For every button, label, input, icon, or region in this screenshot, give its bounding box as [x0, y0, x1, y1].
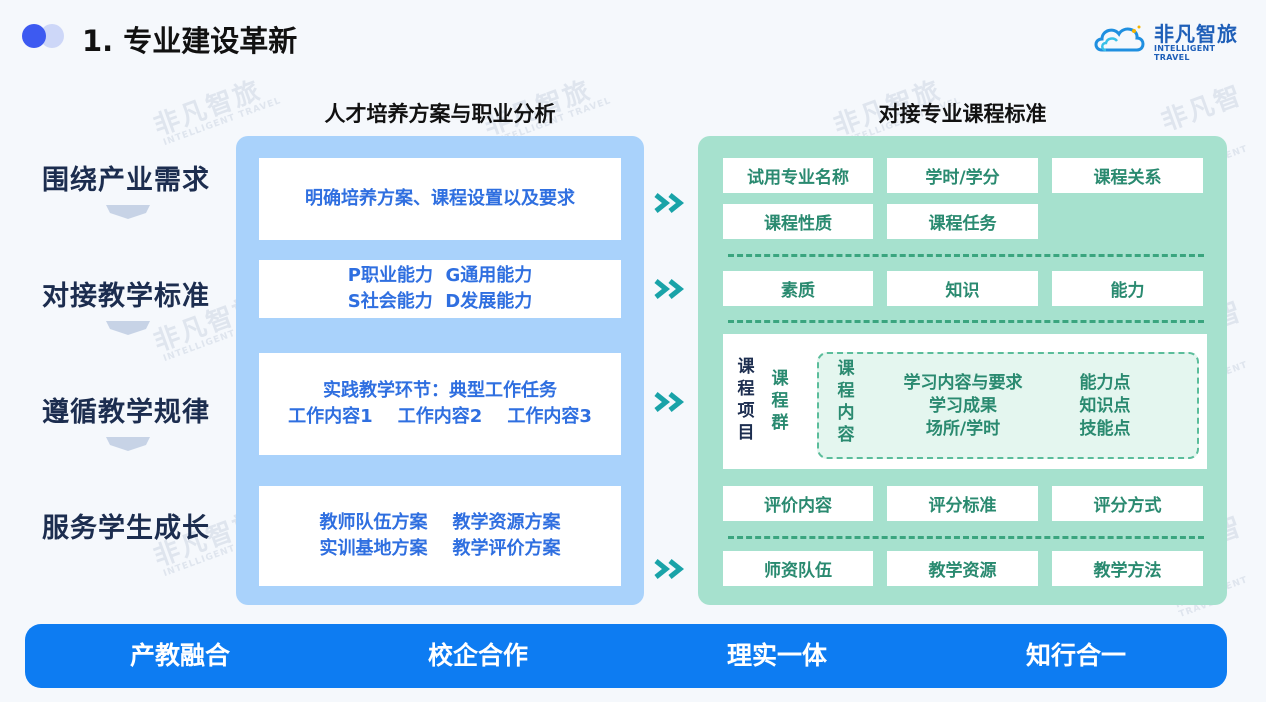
content-middle-line-3: 场所/学时 [925, 419, 1001, 439]
dashed-divider [728, 536, 1204, 539]
left-panel-title: 人才培养方案与职业分析 [324, 102, 556, 126]
double-chevron-right-icon [654, 559, 685, 579]
content-right-line-1: 能力点 [1079, 373, 1131, 393]
cell-eval-method: 评分方式 [1052, 486, 1203, 521]
side-label-2: 对接教学标准 [42, 281, 210, 312]
side-label-3: 遵循教学规律 [42, 397, 210, 428]
content-right-line-3: 技能点 [1079, 419, 1131, 439]
left-box-2-line-2: S社会能力 D发展能力 [347, 291, 533, 312]
page-title: 1. 专业建设革新 [82, 24, 298, 58]
left-box-1-line: 明确培养方案、课程设置以及要求 [305, 188, 575, 209]
title-dots-icon [22, 24, 66, 48]
bottom-item-2: 校企合作 [427, 641, 528, 670]
content-middle-list: 学习内容与要求 学习成果 场所/学时 [888, 372, 1038, 441]
left-box-3: 实践教学环节：典型工作任务 工作内容1 工作内容2 工作内容3 [259, 353, 621, 455]
content-right-line-2: 知识点 [1079, 396, 1131, 416]
left-box-4-line-1: 教师队伍方案 教学资源方案 [319, 512, 561, 533]
left-box-2: P职业能力 G通用能力 S社会能力 D发展能力 [259, 260, 621, 318]
bottom-item-4: 知行合一 [1025, 641, 1126, 670]
double-chevron-right-icon [654, 279, 685, 299]
cell-teaching-methods: 教学方法 [1052, 551, 1203, 586]
cell-knowledge: 知识 [887, 271, 1038, 306]
left-box-4-line-2: 实训基地方案 教学评价方案 [319, 538, 561, 559]
dashed-divider [728, 254, 1204, 257]
right-panel-title: 对接专业课程标准 [878, 102, 1047, 126]
bottom-bar: 产教融合 校企合作 理实一体 知行合一 [25, 624, 1227, 688]
chevron-down-icon [106, 321, 150, 335]
content-middle-line-2: 学习成果 [929, 396, 997, 416]
bottom-item-1: 产教融合 [129, 641, 230, 670]
cell-course-name: 试用专业名称 [723, 158, 873, 193]
content-right-list: 能力点 知识点 技能点 [1062, 372, 1148, 441]
cell-ability: 能力 [1052, 271, 1203, 306]
cell-course-relation: 课程关系 [1052, 158, 1203, 193]
cloud-logo-icon [1094, 25, 1145, 52]
cell-course-task: 课程任务 [887, 204, 1038, 239]
logo-subtext: INTELLIGENT TRAVEL [1154, 44, 1216, 62]
left-box-2-line-1: P职业能力 G通用能力 [347, 265, 533, 286]
cell-faculty: 师资队伍 [723, 551, 873, 586]
chevron-down-icon [106, 205, 150, 219]
cell-quality: 素质 [723, 271, 873, 306]
content-middle-line-1: 学习内容与要求 [903, 373, 1023, 393]
left-box-1: 明确培养方案、课程设置以及要求 [259, 158, 621, 240]
double-chevron-right-icon [654, 193, 685, 213]
left-box-3-line-2: 工作内容1 工作内容2 工作内容3 [288, 406, 592, 427]
bottom-item-3: 理实一体 [726, 641, 827, 670]
side-label-4: 服务学生成长 [42, 513, 210, 544]
left-box-4: 教师队伍方案 教学资源方案 实训基地方案 教学评价方案 [259, 486, 621, 586]
cell-hours-credits: 学时/学分 [887, 158, 1038, 193]
side-label-1: 围绕产业需求 [42, 165, 210, 196]
double-chevron-right-icon [654, 392, 685, 412]
course-content-box [817, 352, 1199, 459]
cell-eval-standard: 评分标准 [887, 486, 1038, 521]
cell-teaching-resources: 教学资源 [887, 551, 1038, 586]
logo-text: 非凡智旅 [1154, 22, 1238, 46]
course-item-label: 课程项目 [737, 357, 755, 443]
chevron-down-icon [106, 437, 150, 451]
cell-eval-content: 评价内容 [723, 486, 873, 521]
brand-logo: 非凡智旅 INTELLIGENT TRAVEL [1092, 16, 1242, 62]
course-group-label: 课程群 [771, 369, 789, 433]
left-box-3-line-1: 实践教学环节：典型工作任务 [323, 380, 557, 401]
course-content-label: 课程内容 [837, 359, 855, 445]
cell-course-nature: 课程性质 [723, 204, 873, 239]
dashed-divider [728, 320, 1204, 323]
